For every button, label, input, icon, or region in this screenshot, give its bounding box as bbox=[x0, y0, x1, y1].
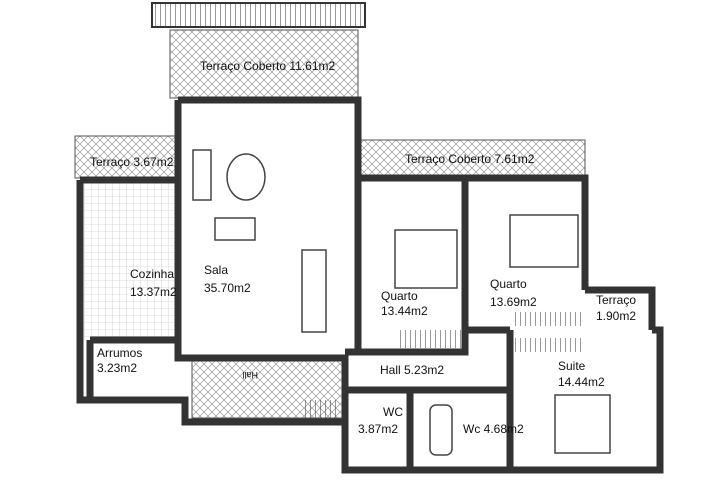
bed-1 bbox=[394, 229, 458, 289]
label-hall: Hall 5.23m2 bbox=[380, 363, 444, 377]
label-terraco-coberto-right: Terraço Coberto 7.61m2 bbox=[405, 152, 535, 166]
armchair bbox=[214, 217, 256, 241]
label-hall-flipped: Hall bbox=[242, 370, 258, 380]
label-wc-area: 3.87m2 bbox=[358, 422, 398, 436]
sofa bbox=[192, 149, 212, 201]
label-arrumos-area: 3.23m2 bbox=[97, 361, 137, 375]
label-sala: Sala bbox=[204, 263, 228, 277]
kitchen-floor bbox=[84, 182, 178, 340]
label-terraco-small: Terraço bbox=[596, 293, 636, 307]
label-cozinha-area: 13.37m2 bbox=[130, 285, 177, 299]
label-terraco-small-area: 1.90m2 bbox=[596, 309, 636, 323]
label-suite-area: 14.44m2 bbox=[558, 375, 605, 389]
wardrobe-1 bbox=[400, 330, 462, 348]
label-cozinha: Cozinha bbox=[130, 267, 174, 281]
rug bbox=[226, 153, 266, 201]
label-quarto-2: Quarto bbox=[490, 277, 527, 291]
label-terraco-coberto-top: Terraço Coberto 11.61m2 bbox=[200, 59, 336, 73]
bathtub bbox=[429, 404, 453, 456]
dining-table bbox=[301, 249, 327, 333]
label-sala-area: 35.70m2 bbox=[204, 281, 251, 295]
label-suite: Suite bbox=[558, 359, 586, 373]
wardrobe-3 bbox=[512, 338, 584, 352]
terrace-coberto-top bbox=[169, 29, 359, 99]
label-quarto-2-area: 13.69m2 bbox=[490, 295, 537, 309]
label-quarto-1-area: 13.44m2 bbox=[381, 304, 428, 318]
label-terraco-left: Terraço 3.67m2 bbox=[90, 155, 174, 169]
terrace-coberto-right bbox=[357, 139, 586, 179]
label-quarto-1: Quarto bbox=[381, 289, 418, 303]
terrace-left bbox=[74, 135, 179, 179]
label-wc: WC bbox=[383, 405, 403, 419]
label-arrumos: Arrumos bbox=[97, 346, 142, 360]
terrace-top-railing bbox=[151, 2, 366, 28]
bed-suite bbox=[554, 394, 611, 454]
label-wc2: Wc 4.68m2 bbox=[463, 422, 524, 436]
walls bbox=[76, 96, 664, 474]
bed-2 bbox=[509, 214, 579, 268]
wardrobe-2 bbox=[512, 312, 584, 326]
wardrobe-hall bbox=[302, 400, 340, 418]
